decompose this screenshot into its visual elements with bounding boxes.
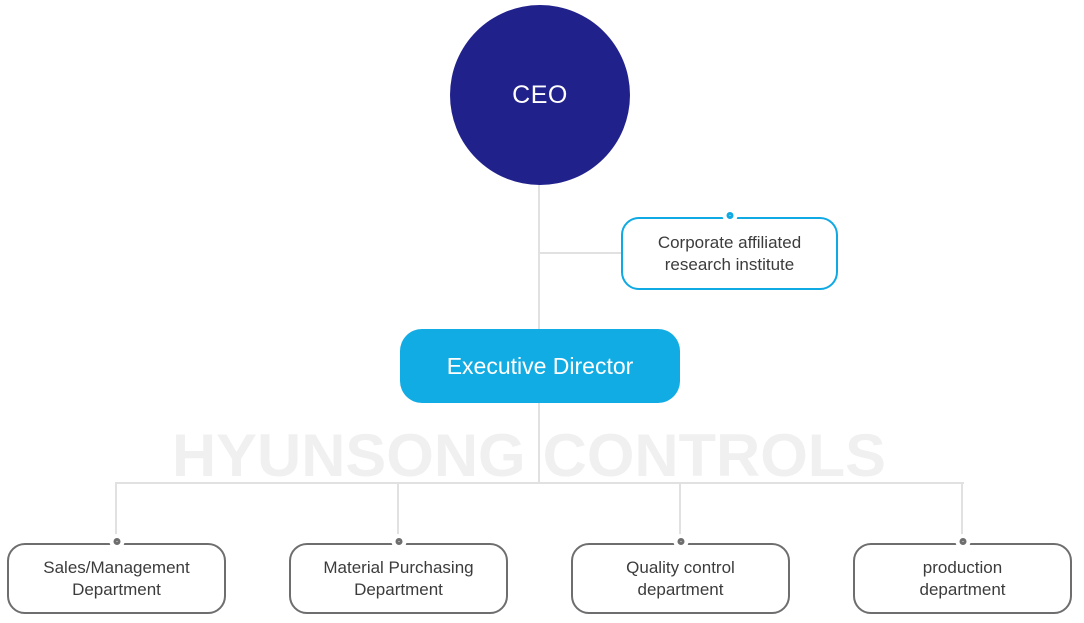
connector-executive-to-departments [538, 402, 540, 484]
connector-departments-horizontal [115, 482, 964, 484]
company-watermark: HYUNSONG CONTROLS [171, 422, 887, 489]
connector-dot-icon [395, 538, 402, 545]
node-production-department-label: production department [919, 557, 1006, 599]
connector-dot-icon [113, 538, 120, 545]
node-research-institute-label: Corporate affiliated research institute [657, 232, 802, 274]
connector-stub-production [961, 482, 963, 543]
node-research-institute: Corporate affiliated research institute [621, 212, 838, 290]
connector-stub-sales [115, 482, 117, 543]
node-material-purchasing-department-label: Material Purchasing Department [323, 557, 474, 599]
connector-stub-quality [679, 482, 681, 543]
node-ceo: CEO [450, 5, 630, 185]
node-executive-director-label: Executive Director [446, 352, 634, 379]
connector-dot-icon [677, 538, 684, 545]
node-quality-control-department: Quality control department [571, 538, 790, 614]
node-quality-control-department-label: Quality control department [626, 557, 735, 599]
node-executive-director: Executive Director [400, 329, 680, 403]
connector-stub-material [397, 482, 399, 543]
connector-ceo-to-executive [538, 182, 540, 330]
connector-dot-icon [726, 212, 733, 219]
node-material-purchasing-department: Material Purchasing Department [289, 538, 508, 614]
node-sales-management-department: Sales/Management Department [7, 538, 226, 614]
connector-branch-to-research [538, 252, 622, 254]
node-production-department: production department [853, 538, 1072, 614]
connector-dot-icon [959, 538, 966, 545]
node-ceo-label: CEO [512, 80, 568, 109]
node-sales-management-department-label: Sales/Management Department [43, 557, 190, 599]
